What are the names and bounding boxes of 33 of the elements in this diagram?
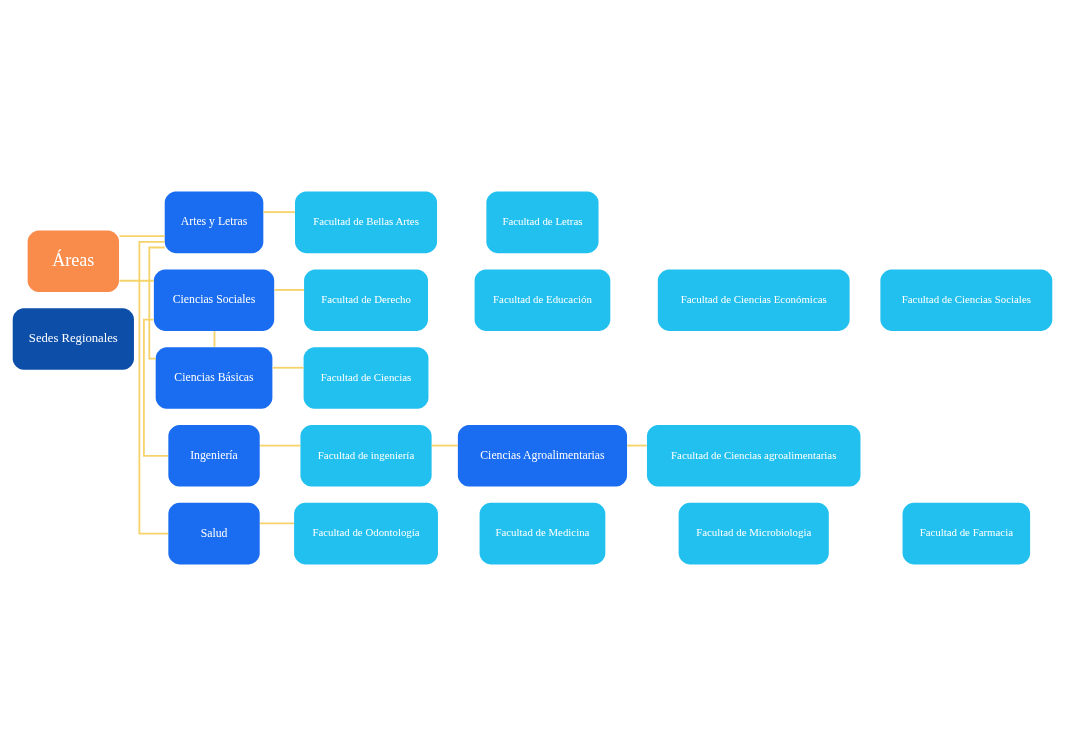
node-box: Ingeniería (168, 425, 260, 487)
node-box: Salud (168, 502, 260, 565)
node-box: Facultad de Ciencias (303, 347, 429, 409)
node-box: Facultad de Derecho (304, 269, 428, 331)
connector (262, 211, 296, 214)
node-box: Facultad de ingeniería (300, 425, 432, 487)
node-box: Ciencias Sociales (153, 269, 275, 331)
node-box: Áreas (27, 230, 119, 293)
node-box: Facultad de Ciencias Sociales (880, 269, 1053, 331)
connector (148, 246, 166, 360)
connector (273, 289, 305, 291)
connector (118, 235, 166, 238)
node-box: Facultad de Odontología (294, 502, 438, 565)
node-box: Facultad de Educación (474, 269, 611, 331)
node-box: Facultad de Microbiologia (678, 502, 829, 565)
node-box: Artes y Letras (164, 191, 264, 254)
node-box: Ciencias Básicas (155, 347, 273, 409)
connector (430, 444, 459, 447)
connector (259, 444, 302, 447)
connector (118, 279, 155, 282)
connector (271, 366, 305, 369)
node-box: Sedes Regionales (12, 308, 134, 370)
node-box: Facultad de Ciencias agroalimentarias (646, 425, 861, 487)
node-box: Facultad de Letras (486, 191, 599, 254)
node-box: Facultad de Farmacia (902, 502, 1031, 565)
node-box: Ciencias Agroalimentarias (457, 425, 628, 487)
connector (626, 444, 648, 447)
node-box: Facultad de Ciencias Económicas (657, 269, 850, 331)
connector (138, 240, 169, 535)
node-box: Facultad de Bellas Artes (295, 191, 438, 254)
connector (143, 318, 169, 457)
node-box: Facultad de Medicina (479, 502, 606, 565)
connector (259, 522, 295, 525)
